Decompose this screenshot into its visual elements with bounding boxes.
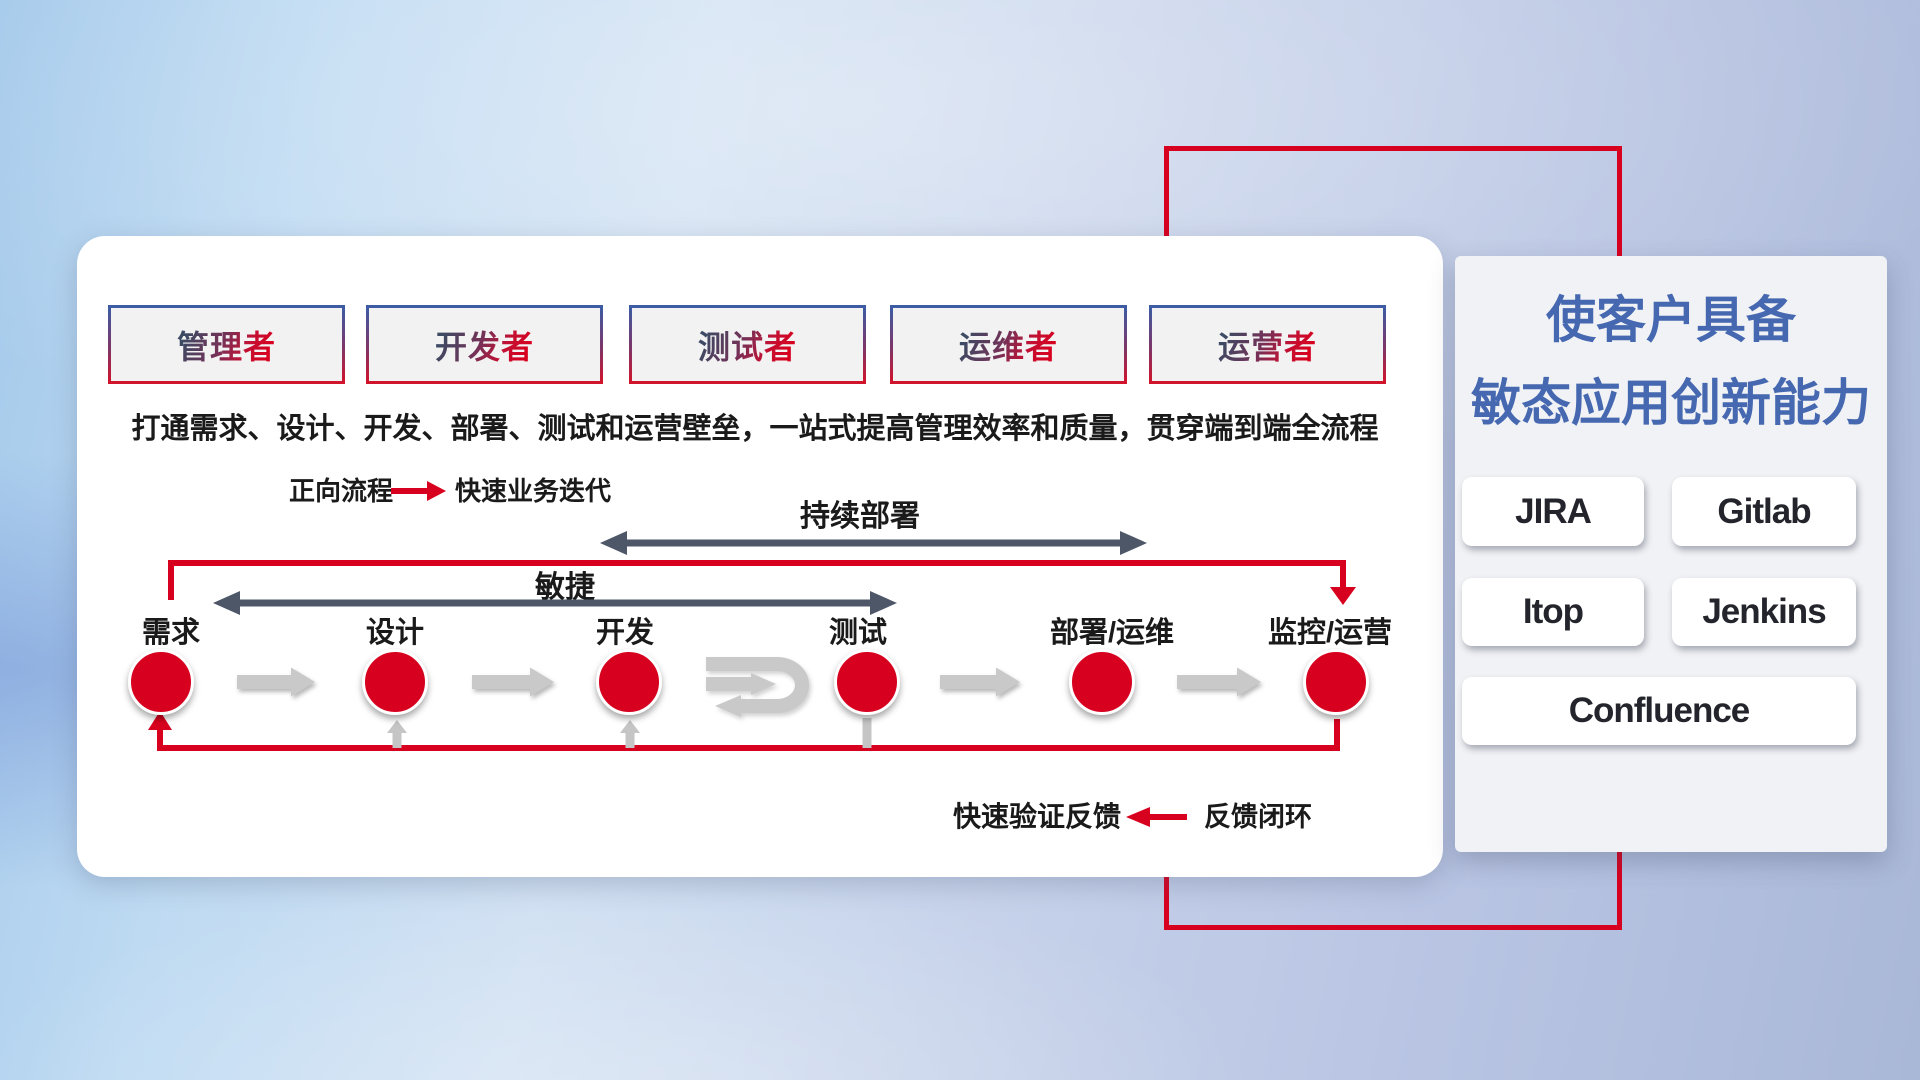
node-label-develop: 开发	[595, 617, 655, 649]
continuous-deployment-label: 持续部署	[800, 500, 920, 533]
description-text: 打通需求、设计、开发、部署、测试和运营壁垒，一站式提高管理效率和质量，贯穿端到端…	[131, 413, 1379, 445]
step-arrow-icons	[237, 667, 1261, 697]
role-label: 开发者	[435, 322, 534, 368]
role-box-operator: 运维者	[890, 305, 1127, 384]
role-label: 运营者	[1218, 322, 1317, 368]
node-label-test: 测试	[828, 617, 888, 649]
agile-arrow-icon	[213, 591, 897, 615]
role-box-tester: 测试者	[629, 305, 866, 384]
flow-arrows-graphic	[148, 481, 1356, 827]
role-label: 管理者	[177, 322, 276, 368]
capability-title-line2: 敏态应用创新能力	[1471, 375, 1871, 431]
forward-legend-arrow-icon	[391, 481, 446, 501]
node-circle-requirement	[128, 649, 194, 715]
legend-feedback-result: 快速验证反馈	[953, 801, 1122, 832]
node-circle-develop	[596, 649, 662, 715]
feedback-legend-arrow-icon	[1126, 807, 1187, 827]
role-box-manager: 管理者	[108, 305, 345, 384]
legend-forward-label: 正向流程	[289, 476, 394, 506]
continuous-deployment-arrow-icon	[600, 531, 1147, 555]
node-circle-monitor-ops	[1303, 649, 1369, 715]
feedback-up-arrow-icons	[387, 718, 872, 748]
process-diagram-panel: 管理者 开发者 测试者 运维者 运营者 打通需求、设计、开发、部署、测试和运营壁…	[77, 236, 1443, 877]
node-circle-design	[362, 649, 428, 715]
tool-button-gitlab[interactable]: Gitlab	[1672, 477, 1856, 546]
tool-button-jenkins[interactable]: Jenkins	[1672, 578, 1856, 646]
red-feedback-loop-icon	[148, 711, 1340, 751]
capability-title-line1: 使客户具备	[1546, 292, 1796, 348]
legend-forward-result: 快速业务迭代	[455, 476, 612, 506]
iteration-loop-icon	[706, 657, 809, 717]
legend-feedback-label: 反馈闭环	[1204, 802, 1312, 832]
tool-button-jira[interactable]: JIRA	[1462, 477, 1644, 546]
role-label: 运维者	[959, 322, 1058, 368]
agile-label: 敏捷	[535, 571, 595, 604]
tool-button-confluence[interactable]: Confluence	[1462, 677, 1856, 745]
role-label: 测试者	[698, 322, 797, 368]
node-circle-deploy-ops	[1069, 649, 1135, 715]
role-box-developer: 开发者	[366, 305, 603, 384]
node-label-requirement: 需求	[141, 617, 201, 649]
tool-button-itop[interactable]: Itop	[1462, 578, 1644, 646]
node-label-design: 设计	[365, 617, 425, 649]
capability-panel: 使客户具备 敏态应用创新能力 JIRA Gitlab Itop Jenkins …	[1455, 256, 1887, 852]
node-label-monitor-ops: 监控/运营	[1267, 617, 1393, 649]
node-circle-test	[834, 649, 900, 715]
red-forward-loop-icon	[168, 560, 1356, 605]
node-label-deploy-ops: 部署/运维	[1049, 617, 1175, 649]
role-box-business-operator: 运营者	[1149, 305, 1386, 384]
